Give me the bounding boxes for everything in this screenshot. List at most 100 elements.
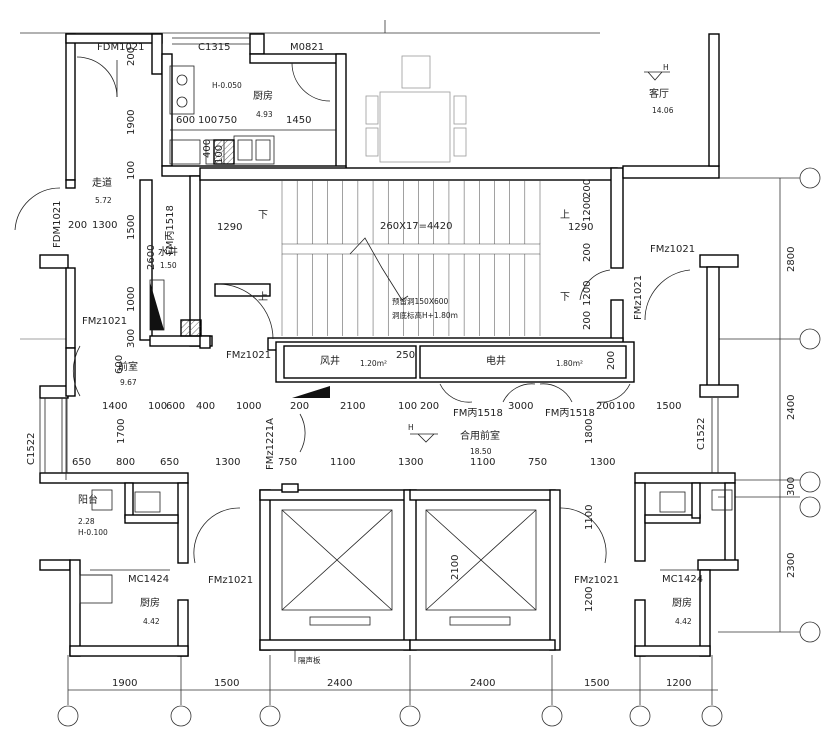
dim-v-300: 300 — [126, 329, 137, 348]
door-tag-fm1518-a: FM丙1518 — [453, 408, 503, 419]
room-kitchen-top-level: H-0.050 — [212, 81, 242, 90]
doors — [14, 56, 691, 564]
room-elec-shaft-area: 1.80m² — [556, 359, 583, 368]
dim-v-1100: 1100 — [584, 505, 595, 530]
dim-bottom-1200: 1200 — [666, 678, 691, 689]
dim-row1-1000: 1000 — [236, 401, 261, 412]
dim-right-2400: 2400 — [786, 395, 797, 420]
room-balcony-area: 2.28 — [78, 517, 95, 526]
room-corridor-area: 5.72 — [95, 196, 112, 205]
dim-row1-100c: 100 — [616, 401, 635, 412]
door-tag-fm1518-vert: FM丙1518 — [165, 205, 176, 255]
dim-bottom-1500b: 1500 — [584, 678, 609, 689]
level-mark-living: H — [663, 63, 669, 72]
dim-stair-200a: 200 — [582, 179, 593, 198]
room-elec-shaft-name: 电井 — [486, 354, 506, 367]
dim-bottom-2400b: 2400 — [470, 678, 495, 689]
dim-row1-400: 400 — [196, 401, 215, 412]
dim-stair-1200b: 1200 — [582, 281, 593, 306]
dim-kitchen-600: 600 — [176, 115, 195, 126]
door-tag-fm1021-right: FMz1021 — [650, 244, 695, 255]
dim-row2-750b: 750 — [528, 457, 547, 468]
stair-down-left: 下 — [258, 210, 268, 221]
window-tag-c1522-left: C1522 — [26, 433, 37, 465]
dim-corr-200: 200 — [68, 220, 87, 231]
door-tag-fm1021-mid: FMz1021 — [226, 350, 271, 361]
dim-row1-600: 600 — [166, 401, 185, 412]
door-tag-fm1221a: FMz1221A — [265, 418, 276, 470]
dim-row2-1300b: 1300 — [398, 457, 423, 468]
dim-shaft-250: 250 — [396, 350, 415, 361]
room-living-area: 14.06 — [652, 106, 674, 115]
room-balcony-name: 阳台 — [78, 493, 98, 506]
room-kitchen-top-area: 4.93 — [256, 110, 273, 119]
stair-spec: 260X17=4420 — [380, 221, 453, 232]
stair-treads — [281, 180, 541, 336]
stair-break — [349, 237, 409, 301]
dim-v-100: 100 — [126, 161, 137, 180]
grid-axis-markers-right — [799, 167, 821, 643]
door-tag-fm1021-right-vert: FMz1021 — [633, 275, 644, 320]
room-shaft-water-area: 1.50 — [160, 261, 177, 270]
room-shared-front-name: 合用前室 — [460, 429, 500, 442]
windows — [39, 37, 719, 604]
stair-note-1: 预留洞150X600 — [392, 296, 448, 306]
room-kitchen-left-area: 4.42 — [143, 617, 160, 626]
dim-v-1500: 1500 — [126, 215, 137, 240]
room-kitchen-right-area: 4.42 — [675, 617, 692, 626]
door-tag-fdm1021-side: FDM1021 — [52, 200, 63, 248]
dim-v-1200: 1200 — [584, 587, 595, 612]
dim-v-1700: 1700 — [116, 419, 127, 444]
stair-note-2: 洞底标高H+1.80m — [392, 310, 458, 320]
room-wind-shaft-area: 1.20m² — [360, 359, 387, 368]
stair-up-right: 上 — [560, 209, 570, 221]
elevator-cars — [281, 509, 537, 662]
window-tag-mc1424-left: MC1424 — [128, 574, 169, 585]
dim-stair-200c: 200 — [582, 311, 593, 330]
dim-row2-800: 800 — [116, 457, 135, 468]
window-tag-mc1424-right: MC1424 — [662, 574, 703, 585]
dim-row1-200b: 200 — [420, 401, 439, 412]
dim-stair-1290-right: 1290 — [568, 222, 593, 233]
dim-kitchen-1450: 1450 — [286, 115, 311, 126]
walls — [39, 33, 739, 657]
stair-down-right: 下 — [560, 292, 570, 303]
window-tag-c1522-right: C1522 — [696, 418, 707, 450]
stair-up-left: 上 — [258, 291, 268, 303]
text-layer: FDM1021 C1315 M0821 FDM1021 FM丙1518 FMz1… — [26, 42, 797, 689]
door-tag-fdm1021-top: FDM1021 — [97, 42, 145, 53]
dim-stair-1200: 1200 — [582, 197, 593, 222]
dim-elev-2100: 2100 — [450, 555, 461, 580]
bath-fixtures — [91, 279, 733, 513]
dim-v-2600: 2600 — [146, 245, 157, 270]
dim-v-200: 200 — [126, 47, 137, 66]
dim-row1-200: 200 — [290, 401, 309, 412]
dim-bottom-1900: 1900 — [112, 678, 137, 689]
dim-row1-100b: 100 — [398, 401, 417, 412]
dim-right-2800: 2800 — [786, 247, 797, 272]
dim-row1-3000: 3000 — [508, 401, 533, 412]
dim-row1-100: 100 — [148, 401, 167, 412]
dim-kitchen-750: 750 — [218, 115, 237, 126]
room-shared-front-area: 18.50 — [470, 447, 492, 456]
dim-stair-1290-left: 1290 — [217, 222, 242, 233]
door-tag-m0821: M0821 — [290, 42, 324, 53]
dim-bottom-1500: 1500 — [214, 678, 239, 689]
dim-row2-750: 750 — [278, 457, 297, 468]
room-living-name: 客厅 — [649, 87, 669, 100]
room-front-left-area: 9.67 — [120, 378, 137, 387]
dim-row2-1100b: 1100 — [470, 457, 495, 468]
door-tag-fm1021-left: FMz1021 — [82, 316, 127, 327]
grid-lines — [20, 20, 800, 705]
window-tag-c1315: C1315 — [198, 42, 230, 53]
dim-row2-1100: 1100 — [330, 457, 355, 468]
dim-v-400: 400 — [202, 139, 213, 158]
room-corridor-name: 走道 — [92, 176, 112, 189]
level-markers — [410, 71, 670, 443]
room-shaft-water-name: 水井 — [158, 245, 178, 258]
room-kitchen-top-name: 厨房 — [253, 89, 273, 102]
room-kitchen-left-name: 厨房 — [140, 596, 160, 609]
dim-corr-1300: 1300 — [92, 220, 117, 231]
dim-row2-650b: 650 — [160, 457, 179, 468]
